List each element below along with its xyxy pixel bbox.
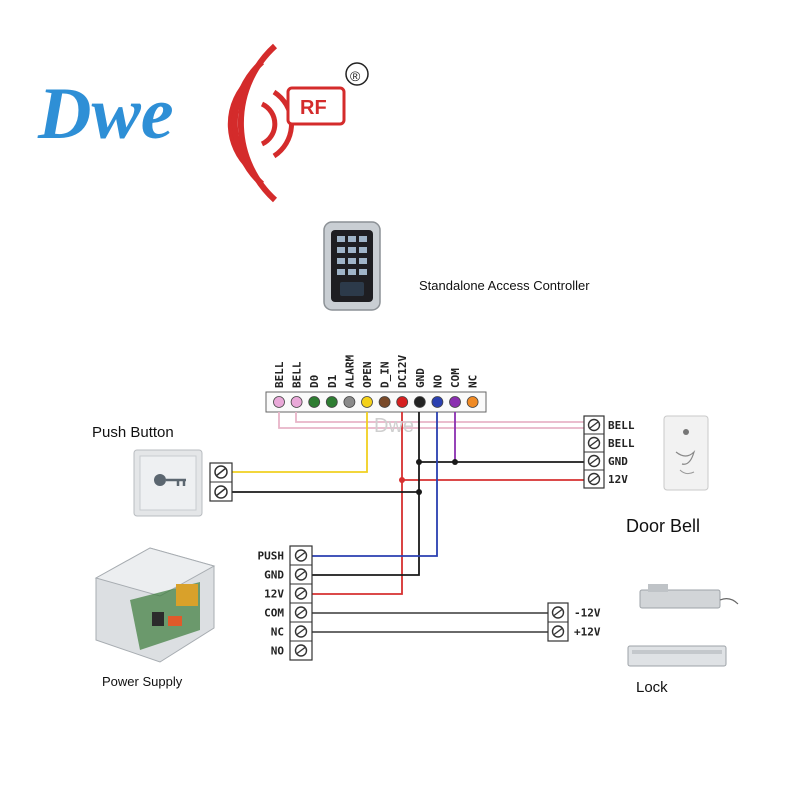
brand-name: Dwe [37,73,174,155]
controller-pin-terminal [343,396,356,408]
terminal-label: GND [608,455,628,468]
controller-pin-terminals [273,396,479,408]
controller-terminal-block [265,391,487,413]
electric-strike-lock-image [639,584,739,609]
controller-pin-label: BELL [273,361,286,388]
magnetic-lock-image [627,645,727,667]
terminal-label: NO [271,645,285,658]
door-bell-image [663,415,709,491]
screw-icon [294,549,308,562]
push-button-title: Push Button [92,424,174,441]
power-supply-title: Power Supply [102,674,183,689]
screw-icon [294,606,308,619]
terminal-label: NC [271,626,284,639]
terminal-label: GND [264,569,284,582]
controller-pin-label: COM [449,368,462,388]
controller-pin-label: OPEN [361,362,374,389]
screw-icon [551,625,565,638]
door-bell-terminal-block: BELL BELL GND 12V [583,415,635,489]
screw-icon [587,472,601,486]
screw-icon [587,418,601,432]
terminal-label: +12V [574,626,601,639]
screw-icon [294,644,308,657]
screw-icon [587,436,601,450]
rf-badge-label: RF [300,97,327,119]
brand-logo: Dwe RF ® [37,43,369,203]
screw-icon [214,465,228,479]
screw-icon [551,606,565,619]
controller-pin-terminal [466,396,479,408]
keypad-device-image [323,221,381,311]
controller-pin-label: D1 [326,374,339,388]
terminal-label: BELL [608,437,635,450]
terminal-label: 12V [264,588,284,601]
wire-no [312,412,438,557]
controller-pin-label: DC12V [396,355,409,388]
screw-icon [294,625,308,638]
controller-pin-terminal [431,396,444,408]
signal-waves-icon [227,43,294,203]
door-bell-title: Door Bell [626,516,700,536]
wires [232,412,598,633]
wire-gnd [312,412,420,576]
watermark-text: Dwe [374,415,414,437]
rf-badge [286,86,346,126]
screw-icon [294,568,308,581]
wire-bell-1 [278,412,584,429]
controller-pin-label: BELL [291,361,304,388]
controller-pin-terminal [378,396,391,408]
controller-title: Standalone Access Controller [419,278,590,293]
power-supply-terminal-block: PUSH GND 12V COM NC NO [258,545,313,661]
registered-symbol: ® [350,68,361,84]
controller-pin-label: NC [467,375,480,388]
screw-icon [214,485,228,499]
controller-pin-label: ALARM [343,355,356,388]
wire-open [232,412,368,473]
wire-junctions [399,459,458,495]
controller-pin-label: D_IN [379,362,392,389]
controller-pin-terminal [413,396,426,408]
controller-pin-label: NO [431,374,444,388]
terminal-label: COM [264,607,284,620]
registered-mark [345,62,369,86]
lock-title: Lock [636,679,668,696]
screw-icon [294,587,308,600]
controller-pin-label: D0 [308,375,321,388]
screw-icon [587,454,601,468]
controller-pin-terminal [396,396,409,408]
terminal-label: PUSH [258,550,285,563]
lock-terminal-block: -12V +12V [547,602,601,642]
controller-pin-terminal [273,396,285,408]
controller-pin-terminal [308,396,321,408]
controller-pin-terminal [290,396,303,408]
terminal-label: BELL [608,419,635,432]
push-button-image [133,449,203,517]
terminal-label: -12V [574,607,601,620]
controller-pin-terminal [325,396,338,408]
controller-pin-labels: BELL BELL D0 D1 ALARM OPEN D_IN DC12V GND NO COM NC [273,355,480,388]
controller-pin-terminal [449,396,461,408]
controller-pin-terminal [361,396,373,408]
wire-dc12v [312,412,403,595]
push-button-terminal-block [209,462,233,502]
controller-pin-label: GND [414,368,427,388]
power-supply-image [94,547,216,663]
terminal-label: 12V [608,473,628,486]
